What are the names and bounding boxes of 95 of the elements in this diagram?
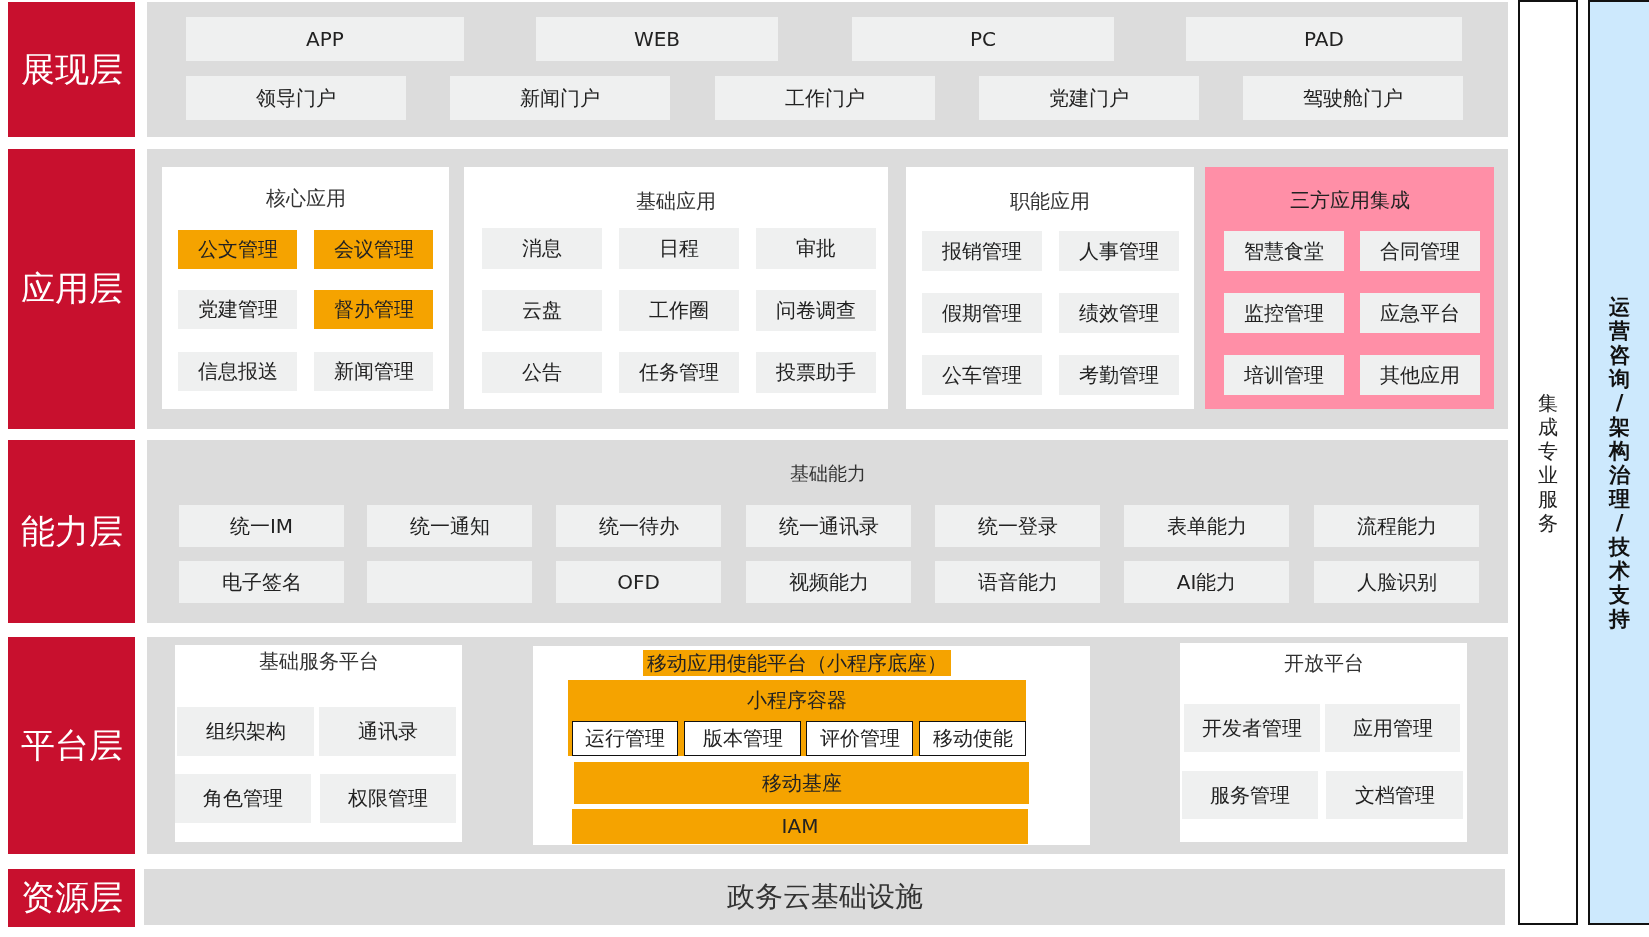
side-column (1518, 0, 1578, 925)
module-box: 报销管理 (922, 231, 1042, 271)
module-box: 新闻管理 (314, 352, 433, 391)
module-box: 评价管理 (806, 721, 913, 756)
module-box: 统一待办 (556, 505, 721, 547)
module-box: 公告 (482, 352, 602, 393)
module-box: 党建管理 (178, 290, 297, 329)
module-box: 新闻门户 (450, 76, 670, 120)
group-panel (175, 645, 462, 842)
group-heading: 基础服务平台 (258, 649, 379, 673)
module-box: 日程 (619, 228, 739, 269)
module-box: 版本管理 (684, 721, 801, 756)
group-panel (464, 167, 888, 409)
layer-heading: 政务云基础设施 (726, 880, 923, 914)
module-box: 考勤管理 (1059, 355, 1179, 395)
module-box: 组织架构 (177, 707, 314, 756)
module-box: 文档管理 (1326, 771, 1463, 819)
layer-panel (147, 149, 1508, 429)
column-text: 集成专业服务 (1538, 390, 1558, 535)
module-box: 审批 (756, 228, 876, 269)
module-box: 党建门户 (979, 76, 1199, 120)
module-box: 培训管理 (1224, 355, 1344, 395)
group-heading: 基础应用 (636, 189, 716, 213)
module-box: OFD (556, 561, 721, 603)
group-heading: 职能应用 (1010, 189, 1090, 213)
module-box: 绩效管理 (1059, 293, 1179, 333)
module-box: 服务管理 (1182, 771, 1318, 819)
module-box: 表单能力 (1124, 505, 1289, 547)
layer-panel (147, 440, 1508, 623)
module-box: 合同管理 (1360, 231, 1480, 271)
module-box: 问卷调查 (756, 290, 876, 331)
module-box: 统一IM (179, 505, 344, 547)
module-box: 智慧食堂 (1224, 231, 1344, 271)
module-bar: 移动基座 (574, 762, 1029, 804)
module-box: 任务管理 (619, 352, 739, 393)
module-box: 权限管理 (320, 774, 456, 823)
module-box: 电子签名 (179, 561, 344, 603)
module-box: AI能力 (1124, 561, 1289, 603)
module-box: 应急平台 (1360, 293, 1480, 333)
module-box: WEB (536, 17, 778, 61)
module-box: PC (852, 17, 1114, 61)
layer-label: 资源层 (8, 869, 135, 927)
module-box: 其他应用 (1360, 355, 1480, 395)
layer-label: 应用层 (8, 149, 135, 429)
layer-label: 平台层 (8, 637, 135, 854)
module-box: 假期管理 (922, 293, 1042, 333)
group-panel (533, 646, 1090, 845)
layer-panel (144, 869, 1505, 925)
module-box: 驾驶舱门户 (1243, 76, 1463, 120)
module-box: 监控管理 (1224, 293, 1344, 333)
module-box: 统一通知 (367, 505, 532, 547)
module-box: 应用管理 (1325, 704, 1460, 752)
module-box: 会议管理 (314, 230, 433, 269)
module-box: 消息 (482, 228, 602, 269)
group-heading: 移动应用使能平台（小程序底座） (643, 650, 951, 676)
group-panel (1205, 167, 1494, 409)
module-box: 运行管理 (572, 721, 678, 756)
layer-label: 能力层 (8, 440, 135, 623)
side-column (1588, 0, 1649, 925)
module-box: 流程能力 (1314, 505, 1479, 547)
layer-panel (147, 2, 1508, 137)
module-box: PAD (1186, 17, 1462, 61)
group-panel (1180, 643, 1467, 842)
module-box: 公车管理 (922, 355, 1042, 395)
module-box: 工作圈 (619, 290, 739, 331)
column-text: 运营咨询/架构治理/技术支持 (1609, 294, 1630, 631)
layer-label: 展现层 (8, 2, 135, 137)
module-box: 公文管理 (178, 230, 297, 269)
group-heading: 核心应用 (265, 186, 346, 210)
module-bar: IAM (572, 809, 1028, 844)
group-panel (162, 167, 449, 409)
group-panel (906, 167, 1194, 409)
module-box: 开发者管理 (1184, 704, 1320, 752)
group-heading: 开放平台 (1283, 651, 1364, 675)
module-box: 工作门户 (715, 76, 935, 120)
container-heading: 小程序容器 (747, 688, 847, 712)
module-box: 信息报送 (178, 352, 297, 391)
module-box: 人事管理 (1059, 231, 1179, 271)
module-box: 领导门户 (186, 76, 406, 120)
module-box: 督办管理 (314, 290, 433, 329)
module-box: 云盘 (482, 290, 602, 331)
module-box: 视频能力 (746, 561, 911, 603)
module-box: 通讯录 (319, 707, 456, 756)
module-box: 移动使能 (919, 721, 1026, 756)
module-box: APP (186, 17, 464, 61)
module-box: 语音能力 (935, 561, 1100, 603)
module-box: 人脸识别 (1314, 561, 1479, 603)
module-box: 统一通讯录 (746, 505, 911, 547)
module-box: 统一登录 (935, 505, 1100, 547)
module-box: 投票助手 (756, 352, 876, 393)
group-heading: 三方应用集成 (1289, 188, 1410, 212)
layer-heading: 基础能力 (789, 462, 866, 485)
layer-panel (147, 637, 1508, 854)
container-panel (568, 680, 1026, 756)
module-box: 角色管理 (175, 774, 311, 823)
